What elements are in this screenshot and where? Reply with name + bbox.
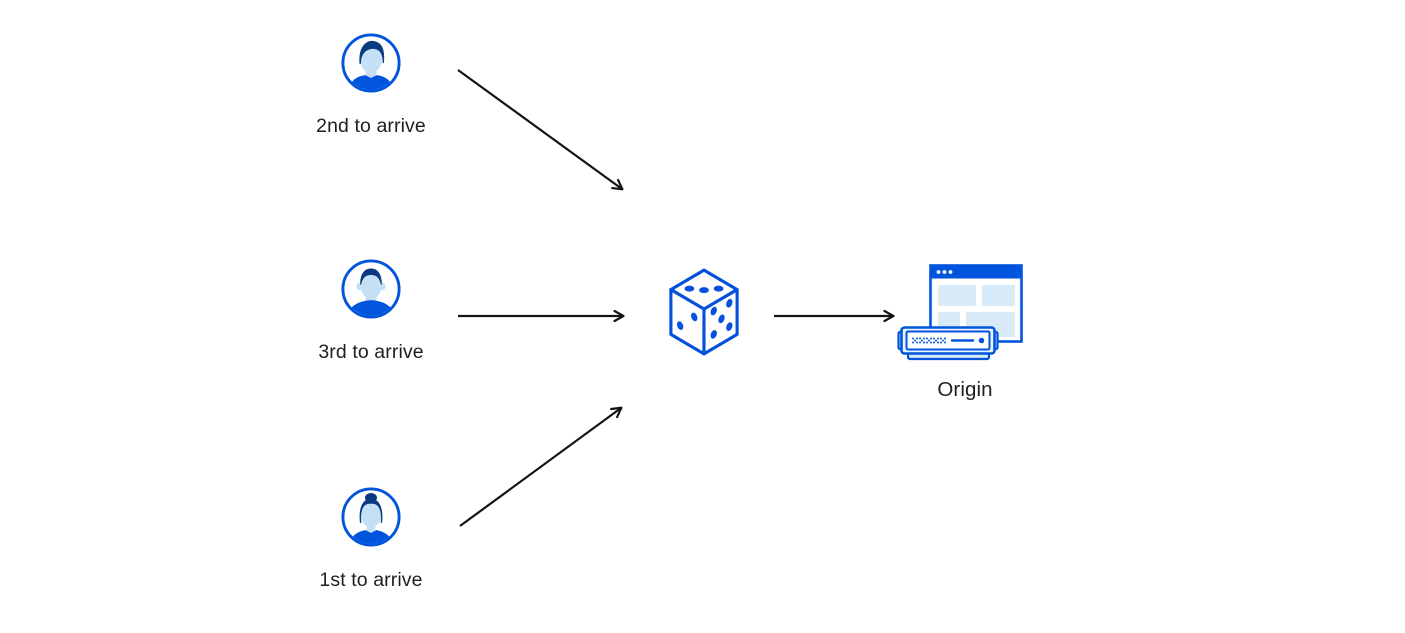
male-avatar-swept-hair-icon xyxy=(341,33,401,93)
server-dot-matrix xyxy=(912,337,946,344)
browser-window-and-server-icon xyxy=(897,264,1023,361)
node-origin xyxy=(896,264,1027,362)
female-avatar-bun-icon xyxy=(341,487,401,547)
node-user-1st-to-arrive xyxy=(340,486,402,548)
arrow-user-2nd-to-dice xyxy=(457,69,624,191)
node-user-3rd-to-arrive xyxy=(340,258,402,320)
node-user-2nd-to-arrive xyxy=(340,32,402,94)
user-label: 2nd to arrive xyxy=(316,115,426,137)
node-random-selector xyxy=(667,266,741,358)
user-label: 3rd to arrive xyxy=(318,341,424,363)
dice-icon xyxy=(669,268,739,356)
arrow-user-1st-to-dice xyxy=(459,406,623,527)
male-avatar-short-hair-icon xyxy=(341,259,401,319)
dice-pips xyxy=(676,285,733,339)
server-icon xyxy=(897,326,999,361)
user-label: 1st to arrive xyxy=(319,569,423,591)
origin-label: Origin xyxy=(937,378,993,401)
